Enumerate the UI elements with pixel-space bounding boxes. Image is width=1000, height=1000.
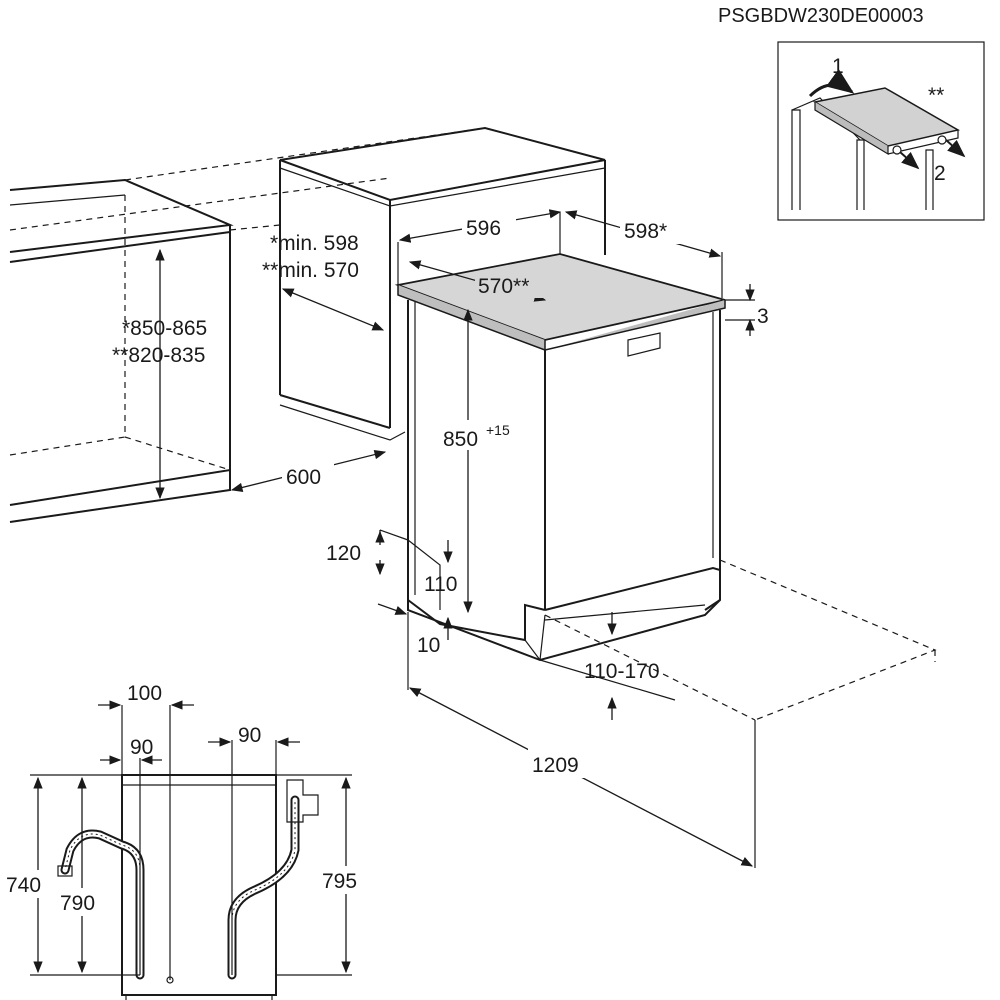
lift-arrow-icon — [808, 68, 855, 98]
appliance-depth-b-dimension: 570** — [408, 260, 547, 302]
foot-recess-dimension: 10 — [377, 603, 440, 657]
plinth-height: 120 — [326, 542, 361, 565]
niche-width-dimension: *min. 598 **min. 570 — [262, 232, 385, 331]
worktop-gap: 3 — [757, 305, 769, 328]
rear-height-left-inner: 790 — [60, 892, 95, 915]
cabinet-height-b: **820-835 — [112, 344, 205, 367]
slide-arrow-icon-2 — [945, 139, 966, 158]
appliance-height-dimension: 850 +15 — [440, 308, 522, 614]
cabinet-height-a: *850-865 — [122, 317, 207, 340]
appliance-depth-a: 598* — [624, 220, 667, 243]
appliance-width: 596 — [466, 217, 501, 240]
niche-width-b: **min. 570 — [262, 259, 359, 282]
worktop-gap-dimension: 3 — [725, 284, 769, 336]
adjacent-cabinet — [9, 178, 234, 523]
inset-marker: ** — [928, 84, 944, 107]
rear-view: 100 90 90 740 790 795 — [4, 682, 370, 1000]
appliance-height-tolerance: +15 — [486, 422, 510, 438]
dishwasher-body — [379, 253, 726, 662]
inset-step-1: 1 — [832, 55, 844, 78]
foot-recess: 10 — [417, 634, 440, 657]
niche-depth-dimension: 600 — [230, 449, 387, 493]
worktop-removal-inset: 1 2 ** — [777, 41, 985, 221]
wall-guides — [9, 127, 486, 231]
rear-width-outer: 100 — [127, 682, 162, 705]
worktop — [394, 253, 726, 341]
niche-depth: 600 — [286, 466, 321, 489]
door-open-depth: 1209 — [532, 754, 579, 777]
rear-height-left-outer: 740 — [6, 874, 41, 897]
cabinet-height-dimension: *850-865 **820-835 — [112, 248, 207, 500]
inset-step-2: 2 — [934, 162, 946, 185]
plinth-adjust: 110-170 — [584, 660, 660, 683]
niche-cabinet — [279, 126, 606, 441]
foot-height: 110 — [424, 573, 457, 596]
rear-height-right: 795 — [322, 870, 357, 893]
inset-frame — [777, 41, 985, 221]
appliance-height: 850 — [443, 428, 478, 451]
slide-arrow-icon — [899, 151, 920, 170]
door-open-depth-dimension: 1209 — [407, 612, 754, 867]
rear-width-left: 90 — [130, 736, 153, 759]
foot-height-dimension: 110 — [424, 540, 457, 640]
appliance-depth-b: 570** — [478, 275, 529, 298]
niche-width-a: *min. 598 — [270, 232, 359, 255]
door-open-footprint — [544, 559, 937, 868]
rear-body-outline — [121, 774, 277, 996]
plinth-height-dimension: 120 — [326, 530, 385, 576]
rear-width-right: 90 — [238, 724, 261, 747]
appliance-width-dimension: 596 — [397, 209, 562, 285]
door-handle — [627, 332, 661, 357]
appliance-depth-dimension: 598* — [564, 210, 723, 298]
document-code: PSGBDW230DE00003 — [718, 5, 924, 27]
water-tap-icon — [286, 779, 319, 823]
